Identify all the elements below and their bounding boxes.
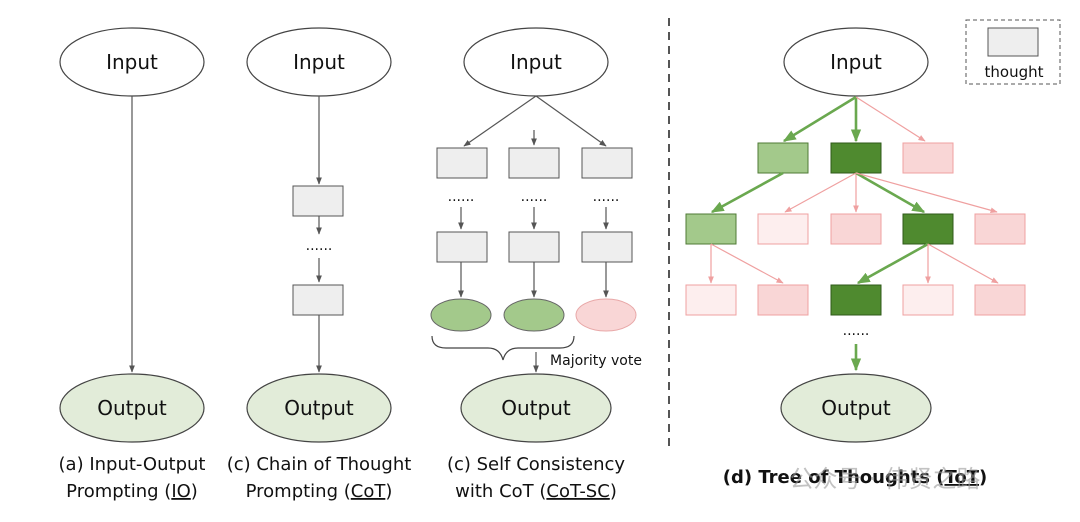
tot-edge-l1a-l2a	[710, 171, 784, 214]
tot-output-node	[780, 373, 932, 443]
cotsc-ellipsis-c: ......	[593, 189, 620, 205]
cotsc-answer-a	[430, 298, 492, 332]
cot-ellipsis: ......	[306, 238, 333, 254]
cotsc-thought-c2	[581, 231, 633, 263]
cotsc-caption-line1: (c) Self Consistency	[447, 454, 625, 475]
tot-l2-node-c	[830, 213, 882, 245]
tot-l3-node-e	[974, 284, 1026, 316]
tot-ellipsis: ......	[843, 323, 870, 339]
tot-edge-l1b-l2e	[855, 172, 998, 214]
io-input-label: Input	[106, 50, 158, 74]
io-caption-line2: Prompting (IO)	[66, 481, 198, 502]
cot-caption-line2: Prompting (CoT)	[246, 481, 393, 502]
cotsc-input-label: Input	[510, 50, 562, 74]
tot-l3-node-c	[830, 284, 882, 316]
tot-l1-node-a	[757, 142, 809, 174]
tot-edge-in-l1a	[782, 95, 857, 143]
tot-edge-l2d-l3e	[927, 243, 999, 284]
tot-caption: (d) Tree of Thoughts (ToT)	[723, 467, 988, 488]
cot-output-node	[246, 373, 392, 443]
tot-l1-node-b	[830, 142, 882, 174]
cotsc-answer-c	[575, 298, 637, 332]
tot-output-label: Output	[821, 396, 891, 420]
tot-edge-l1b-l2b	[784, 172, 857, 213]
cot-thought-2	[292, 284, 344, 316]
tot-panel: thought Input .....	[685, 19, 1061, 493]
io-output-node	[59, 373, 205, 443]
cotsc-thought-b2	[508, 231, 560, 263]
legend-box	[965, 19, 1061, 85]
io-output-label: Output	[97, 396, 167, 420]
cot-caption-line1: (c) Chain of Thought	[227, 454, 412, 475]
cot-output-label: Output	[284, 396, 354, 420]
cotsc-arrow-left	[463, 95, 537, 147]
tot-l2-node-d	[902, 213, 954, 245]
tot-l3-node-d	[902, 284, 954, 316]
cotsc-arrow-right	[535, 95, 607, 147]
cotsc-thought-a1	[436, 147, 488, 179]
cotsc-brace	[431, 335, 575, 361]
cotsc-answer-b	[503, 298, 565, 332]
tot-l2-node-e	[974, 213, 1026, 245]
majority-vote-label: Majority vote	[550, 353, 642, 369]
cotsc-output-node	[460, 373, 612, 443]
cotsc-ellipsis-a: ......	[448, 189, 475, 205]
cot-panel: Input ...... Output (c) Chain of Thought…	[227, 27, 412, 502]
cotsc-thought-b1	[508, 147, 560, 179]
tot-edge-l1b-l2d	[855, 171, 926, 214]
tot-edge-l2a-l3b	[710, 243, 784, 284]
legend-thought-swatch	[987, 27, 1039, 57]
io-caption-line1: (a) Input-Output	[59, 454, 206, 475]
cotsc-caption-line2: with CoT (CoT-SC)	[455, 481, 617, 502]
tot-l2-node-b	[757, 213, 809, 245]
tot-edge-in-l1c	[855, 96, 926, 142]
tot-input-label: Input	[830, 50, 882, 74]
tot-l1-node-c	[902, 142, 954, 174]
io-panel: Input Output (a) Input-Output Prompting …	[59, 27, 206, 502]
cotsc-panel: Input ...... ...... ...... Majority vote…	[430, 27, 642, 502]
cotsc-thought-a2	[436, 231, 488, 263]
cot-input-label: Input	[293, 50, 345, 74]
tot-input-node	[783, 27, 929, 97]
tot-l3-node-a	[685, 284, 737, 316]
legend-thought-label: thought	[985, 63, 1044, 81]
cotsc-ellipsis-b: ......	[521, 189, 548, 205]
cotsc-output-label: Output	[501, 396, 571, 420]
cot-thought-1	[292, 185, 344, 217]
tot-l3-node-b	[757, 284, 809, 316]
tot-l2-node-a	[685, 213, 737, 245]
tot-edge-l2d-l3c	[856, 242, 929, 285]
cotsc-thought-c1	[581, 147, 633, 179]
watermark: 公众号 · 伟贤之路	[790, 465, 981, 493]
